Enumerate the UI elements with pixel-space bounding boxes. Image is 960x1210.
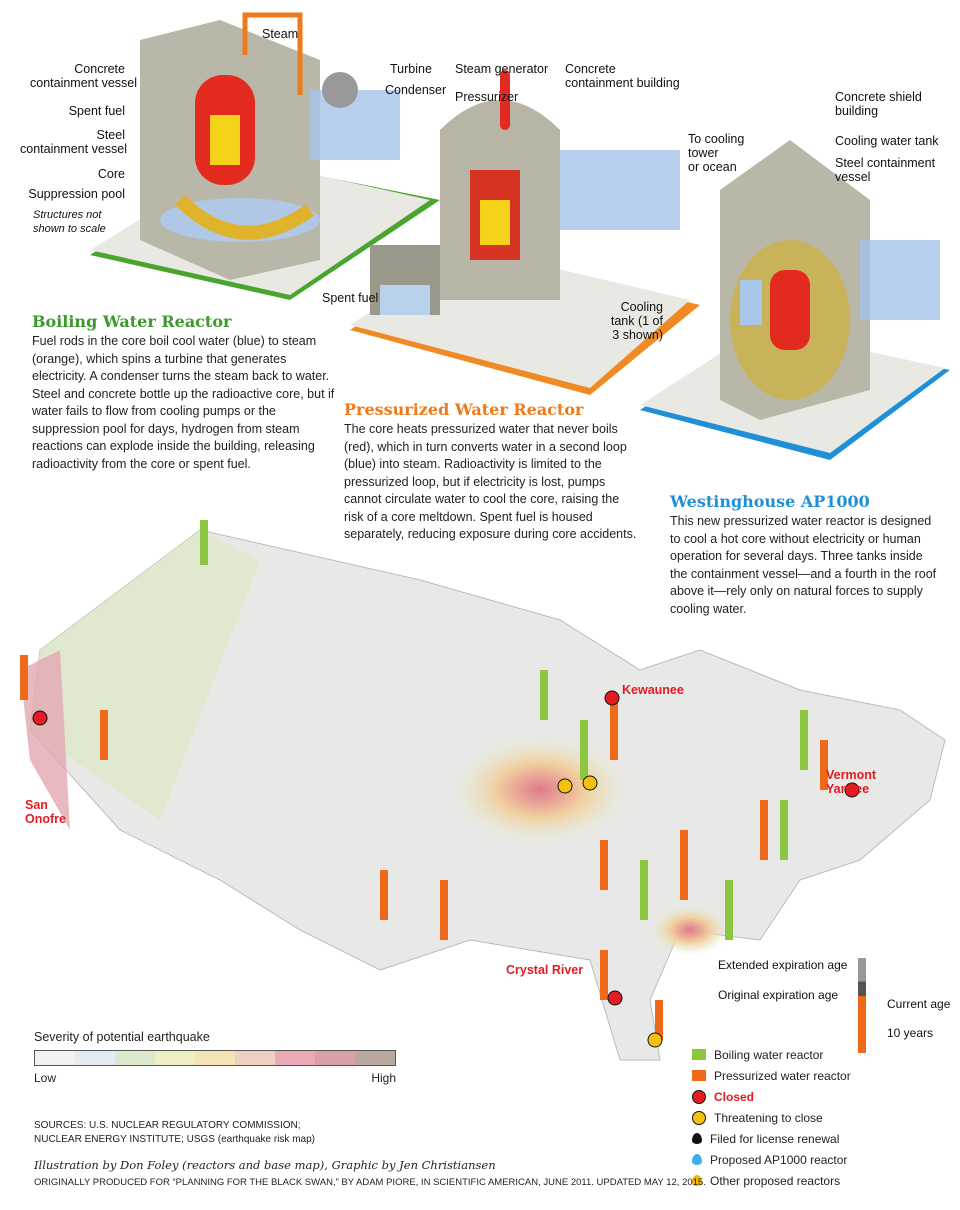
us-reactor-map <box>20 520 946 1061</box>
legend-label: Pressurized water reactor <box>714 1068 851 1083</box>
legend-label: Proposed AP1000 reactor <box>710 1152 848 1167</box>
label-cooling-tank: Cooling tank (1 of 3 shown) <box>610 300 663 342</box>
legend-swatch-icon <box>692 1110 706 1125</box>
ap1000-description: Westinghouse AP1000 This new pressurized… <box>670 492 940 618</box>
label-cooling-water-tank: Cooling water tank <box>835 134 939 148</box>
reactor-markers-bwr <box>200 520 808 940</box>
bwr-text: Fuel rods in the core boil cool water (b… <box>32 334 335 471</box>
legend-swatch-icon <box>692 1175 702 1186</box>
scale-note: Structures not shown to scale <box>33 209 106 235</box>
pwr-text: The core heats pressurized water that ne… <box>344 422 637 541</box>
credits-illustration: Illustration by Don Foley (reactors and … <box>34 1158 496 1172</box>
severity-swatch <box>235 1051 275 1065</box>
legend-swatch-icon <box>692 1049 706 1060</box>
legend-swatch-icon <box>692 1070 706 1081</box>
label-steam: Steam <box>262 27 299 41</box>
legend-item: Other proposed reactors <box>692 1170 851 1191</box>
legend-label: Other proposed reactors <box>710 1173 841 1188</box>
label-concrete-vessel: Concrete containment vessel <box>30 62 138 90</box>
ap1000-text: This new pressurized water reactor is de… <box>670 514 937 616</box>
severity-swatch <box>35 1051 75 1065</box>
legend-swatch-icon <box>692 1089 706 1104</box>
bwr-description: Boiling Water Reactor Fuel rods in the c… <box>32 312 342 473</box>
legend-label: Closed <box>714 1089 755 1104</box>
legend-swatch-icon <box>692 1154 702 1165</box>
map-label-san-onofre: San Onofre <box>25 798 66 826</box>
label-spent-fuel: Spent fuel <box>68 104 125 118</box>
severity-swatch <box>115 1051 155 1065</box>
pwr-description: Pressurized Water Reactor The core heats… <box>344 400 639 544</box>
legend-item: Pressurized water reactor <box>692 1065 851 1086</box>
legend-item: Filed for license renewal <box>692 1128 851 1149</box>
bwr-illustration <box>90 12 440 300</box>
legend-label: Boiling water reactor <box>714 1047 824 1062</box>
label-condenser: Condenser <box>385 83 447 97</box>
reactor-illustrations <box>90 12 950 460</box>
map-label-kewaunee: Kewaunee <box>622 683 684 697</box>
pwr-title: Pressurized Water Reactor <box>344 400 584 419</box>
bwr-title: Boiling Water Reactor <box>32 312 232 331</box>
legend-swatch-icon <box>692 1133 702 1144</box>
label-steel-vessel: Steel containment vessel <box>20 128 128 156</box>
age-current-label: Current age <box>887 997 951 1011</box>
severity-scale <box>34 1050 396 1066</box>
label-shield-building: Concrete shield building <box>835 90 922 118</box>
sources-line-1: SOURCES: U.S. NUCLEAR REGULATORY COMMISS… <box>34 1120 301 1131</box>
age-original-label: Original expiration age <box>718 988 839 1002</box>
legend-label: Threatening to close <box>714 1110 823 1125</box>
legend-item: Boiling water reactor <box>692 1044 851 1065</box>
closed-markers <box>32 690 860 1006</box>
label-pwr-spent-fuel: Spent fuel <box>322 291 379 305</box>
age-ten-years-label: 10 years <box>887 1026 934 1040</box>
credits-origin: ORIGINALLY PRODUCED FOR “PLANNING FOR TH… <box>34 1177 706 1188</box>
severity-high: High <box>371 1071 396 1085</box>
severity-title: Severity of potential earthquake <box>34 1030 210 1044</box>
threatened-markers <box>557 775 663 1048</box>
legend-item: Closed <box>692 1086 851 1107</box>
label-suppression-pool: Suppression pool <box>28 187 125 201</box>
severity-swatch <box>315 1051 355 1065</box>
legend-label: Filed for license renewal <box>710 1131 840 1146</box>
severity-low: Low <box>34 1071 57 1085</box>
label-core: Core <box>97 167 125 181</box>
severity-swatch <box>275 1051 315 1065</box>
severity-legend: Severity of potential earthquake Low Hig… <box>34 1030 396 1085</box>
label-concrete-building: Concrete containment building <box>565 62 680 90</box>
pwr-illustration <box>350 70 700 395</box>
sources: SOURCES: U.S. NUCLEAR REGULATORY COMMISS… <box>34 1119 315 1147</box>
severity-swatch <box>355 1051 395 1065</box>
reactor-markers-pwr <box>20 655 828 1040</box>
ap1000-illustration <box>640 140 950 460</box>
label-turbine: Turbine <box>390 62 432 76</box>
ap1000-title: Westinghouse AP1000 <box>670 492 870 511</box>
label-steam-generator: Steam generator <box>455 62 549 76</box>
map-label-crystal-river: Crystal River <box>506 963 584 977</box>
legend-item: Proposed AP1000 reactor <box>692 1149 851 1170</box>
label-cooling-tower: To cooling tower or ocean <box>688 132 745 174</box>
severity-swatch <box>75 1051 115 1065</box>
label-steel-containment: Steel containment vessel <box>835 156 936 184</box>
map-label-vermont-yankee: Vermont Yankee <box>826 768 877 796</box>
age-legend-bar <box>858 958 866 1053</box>
label-pressurizer: Pressurizer <box>455 90 519 104</box>
age-extended-label: Extended expiration age <box>718 958 848 972</box>
legend-item: Threatening to close <box>692 1107 851 1128</box>
severity-swatch <box>155 1051 195 1065</box>
severity-swatch <box>195 1051 235 1065</box>
sources-line-2: NUCLEAR ENERGY INSTITUTE; USGS (earthqua… <box>34 1134 315 1145</box>
